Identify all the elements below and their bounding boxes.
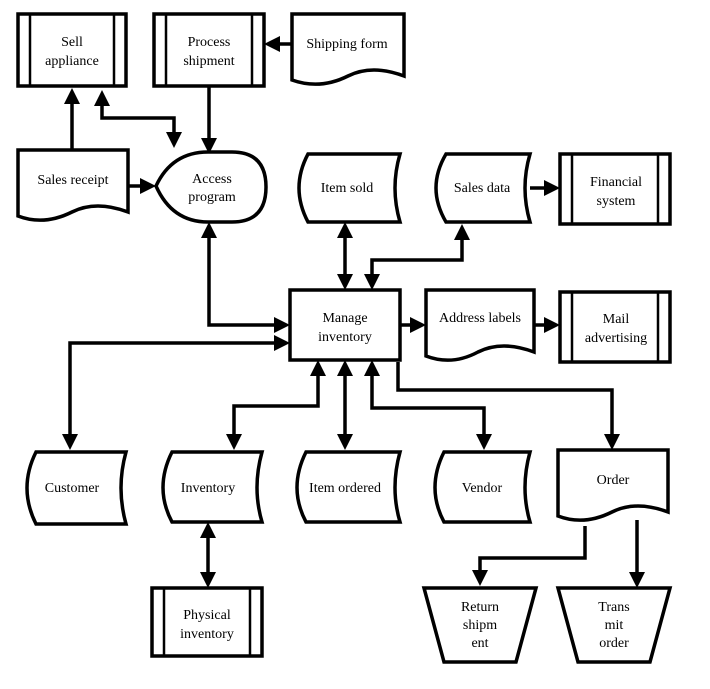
arrow-order-to-transmit-order	[629, 520, 645, 588]
node-shipping-form[interactable]: Shipping form	[290, 12, 406, 86]
node-label: Shipping form	[306, 37, 387, 52]
node-label: Financial	[590, 175, 642, 190]
arrow-sales-data-to-financial-system	[530, 180, 560, 196]
node-inventory[interactable]: Inventory	[161, 450, 265, 524]
node-label: Address labels	[439, 311, 521, 326]
arrow-sales-receipt-to-sell-appliance	[64, 88, 80, 150]
arrow-access-program-manage-inventory	[201, 222, 290, 333]
node-access-program[interactable]: Access program	[154, 150, 268, 224]
node-label: system	[597, 194, 636, 209]
node-label: Order	[597, 473, 630, 488]
node-mail-advertising[interactable]: Mail advertising	[558, 290, 672, 364]
node-address-labels[interactable]: Address labels	[424, 288, 536, 362]
node-label: order	[599, 636, 629, 651]
node-label: shipm	[463, 618, 497, 633]
arrow-access-program-to-sell-appliance	[94, 90, 182, 148]
connectors	[62, 36, 645, 588]
node-customer[interactable]: Customer	[25, 450, 129, 526]
node-physical-inventory[interactable]: Physical inventory	[150, 586, 264, 658]
arrow-manage-inventory-inventory	[226, 360, 326, 450]
node-order[interactable]: Order	[556, 448, 670, 522]
arrow-manage-inventory-to-address-labels	[400, 317, 426, 333]
node-label: inventory	[180, 627, 234, 642]
arrow-item-sold-manage-inventory	[337, 222, 353, 290]
node-sell-appliance[interactable]: Sell appliance	[16, 12, 128, 88]
node-label: ent	[471, 636, 488, 651]
node-label: Manage	[322, 311, 367, 326]
node-label: Access	[192, 172, 232, 187]
arrow-manage-inventory-item-ordered	[337, 360, 353, 450]
node-label: Physical	[183, 608, 231, 623]
arrow-order-to-return-shipment	[472, 526, 587, 586]
node-return-shipment[interactable]: Return shipm ent	[421, 586, 539, 664]
node-label: shipment	[183, 54, 234, 69]
arrow-manage-inventory-vendor	[364, 360, 492, 450]
node-label: mit	[605, 618, 624, 633]
node-vendor[interactable]: Vendor	[433, 450, 533, 524]
node-label: Return	[461, 600, 499, 615]
node-financial-system[interactable]: Financial system	[558, 152, 672, 226]
node-label: Sales data	[454, 181, 511, 196]
node-process-shipment[interactable]: Process shipment	[152, 12, 266, 88]
arrow-manage-inventory-sales-data	[364, 224, 470, 290]
arrow-manage-inventory-to-order	[396, 362, 620, 450]
arrow-manage-inventory-customer	[62, 335, 290, 450]
node-label: Inventory	[181, 481, 235, 496]
node-sales-receipt[interactable]: Sales receipt	[16, 148, 130, 222]
node-label: Item sold	[321, 181, 374, 196]
node-label: Vendor	[462, 481, 503, 496]
node-label: inventory	[318, 330, 372, 345]
node-label: Mail	[603, 312, 630, 327]
node-label: Process	[188, 35, 231, 50]
node-label: Trans	[598, 600, 629, 615]
node-label: Sales receipt	[37, 173, 108, 188]
node-label: advertising	[585, 331, 647, 346]
node-sales-data[interactable]: Sales data	[434, 152, 533, 224]
arrow-process-shipment-to-access-program	[201, 86, 217, 154]
node-item-sold[interactable]: Item sold	[297, 152, 403, 224]
arrow-shipping-form-to-process-shipment	[264, 36, 292, 52]
node-label: program	[188, 190, 236, 205]
node-label: appliance	[45, 54, 99, 69]
node-label: Item ordered	[309, 481, 381, 496]
node-manage-inventory[interactable]: Manage inventory	[288, 288, 402, 362]
arrow-address-labels-to-mail-advertising	[534, 317, 560, 333]
node-item-ordered[interactable]: Item ordered	[295, 450, 403, 524]
node-label: Sell	[61, 35, 83, 50]
arrow-inventory-physical-inventory	[200, 522, 216, 588]
node-transmit-order[interactable]: Trans mit order	[555, 586, 673, 664]
node-label: Customer	[45, 481, 100, 496]
arrow-sales-receipt-to-access-program	[128, 178, 156, 194]
